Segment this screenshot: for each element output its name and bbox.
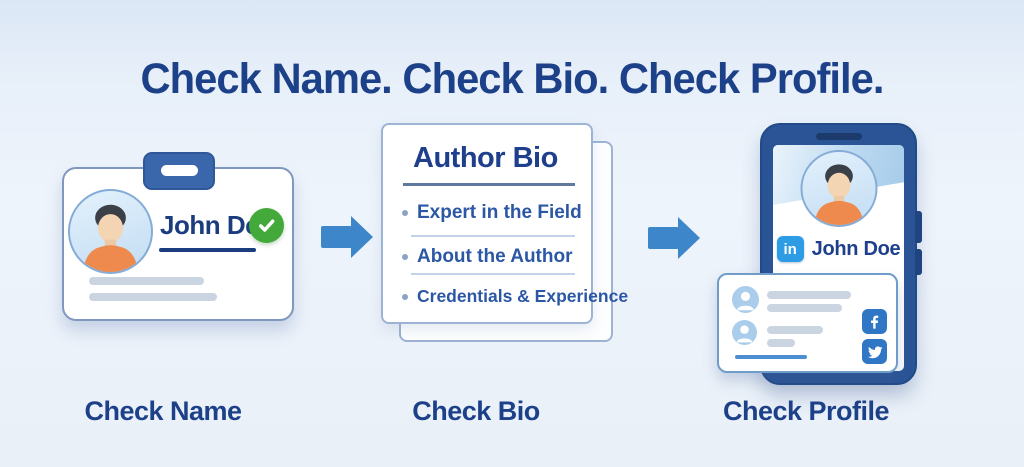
caption-check-name: Check Name [84,396,242,426]
flow-arrow-icon [321,216,373,258]
facebook-icon [862,309,887,334]
accent-underline [735,355,807,359]
bio-list-item-label: About the Author [417,246,573,267]
arrow-head [678,217,700,259]
divider [411,235,575,237]
arrow-body [321,226,352,248]
person-avatar-icon [800,150,877,227]
placeholder-text-line [89,293,217,301]
bio-list-item-label: Credentials & Experience [417,286,629,306]
badge-clip [143,152,215,190]
verified-check-icon [249,208,284,243]
badge-clip-slot [161,165,198,176]
caption-check-bio: Check Bio [412,396,540,426]
twitter-icon [862,339,887,364]
bio-document: Author Bio Expert in the Field About the… [381,123,628,324]
phone-side-button [915,249,922,275]
arrow-body [648,227,679,249]
caption-check-profile: Check Profile [722,396,890,426]
arrow-head [351,216,373,258]
placeholder-text-line [767,339,795,347]
flow-arrow-icon [648,217,700,259]
bullet-icon [402,254,408,260]
person-avatar-icon [68,189,153,274]
bullet-icon [402,293,408,300]
social-profile-card [717,273,898,373]
profile-name: John Doe [811,237,901,260]
placeholder-text-line [89,277,204,285]
placeholder-text-line [767,326,823,334]
phone-speaker [815,133,862,140]
user-silhouette-icon [732,320,757,345]
phone-side-button [915,211,922,243]
title-rule [403,183,575,186]
bullet-icon [402,210,408,216]
bio-document-title: Author Bio [413,142,558,174]
page-title: Check Name. Check Bio. Check Profile. [140,55,885,103]
placeholder-text-line [767,291,851,299]
linkedin-icon: in [776,236,804,262]
divider [411,273,575,275]
user-silhouette-icon [732,286,759,313]
bio-list-item: About the Author [402,246,572,268]
bio-list-item: Expert in the Field [402,202,582,224]
placeholder-text-line [767,304,842,312]
name-underline [159,248,256,252]
profile-name-row: in John Doe [773,236,904,262]
bio-list-item-label: Expert in the Field [417,202,582,223]
bio-list-item: Credentials & Experience [402,286,628,307]
